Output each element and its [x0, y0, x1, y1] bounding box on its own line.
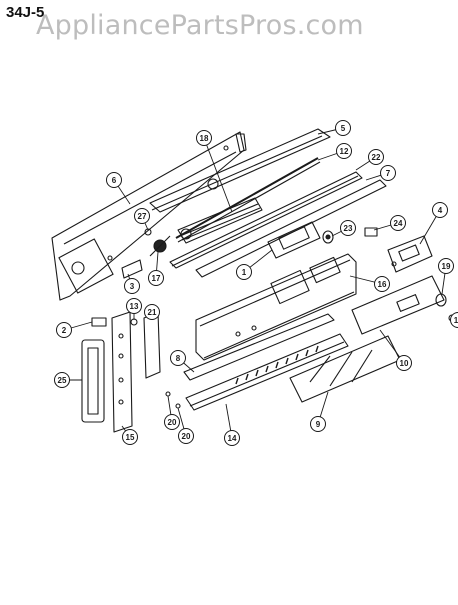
callout-12: 12 — [318, 144, 352, 161]
handle-part — [82, 340, 104, 422]
bracket-part — [122, 260, 142, 278]
callout-2: 2 — [57, 322, 93, 338]
callout-18: 18 — [197, 131, 233, 213]
callout-7: 7 — [366, 166, 396, 181]
model-code: 34J-5 — [6, 4, 44, 21]
callout-10: 10 — [380, 330, 412, 371]
callout-27: 27 — [135, 209, 150, 231]
callout-number: 12 — [340, 147, 349, 156]
callout-20: 20 — [165, 396, 180, 430]
callout-number: 9 — [316, 420, 321, 429]
callout-number: 24 — [394, 219, 403, 228]
callout-number: 18 — [200, 134, 209, 143]
callout-number: 4 — [438, 206, 443, 215]
callout-number: 15 — [126, 433, 135, 442]
callout-25: 25 — [55, 373, 83, 388]
callout-number: 3 — [130, 282, 135, 291]
callout-19: 19 — [439, 259, 454, 295]
rail-7-part — [196, 180, 386, 277]
callout-number: 17 — [152, 274, 161, 283]
callout-1: 1 — [237, 250, 273, 280]
callout-number: 5 — [341, 124, 346, 133]
callout-15: 15 — [122, 426, 138, 445]
bracket-21-part — [144, 312, 160, 378]
tube-assembly-part — [178, 198, 262, 243]
callout-9: 9 — [311, 392, 329, 432]
knob-23-part — [323, 231, 333, 243]
callout-22: 22 — [356, 150, 384, 171]
callout-13: 13 — [127, 299, 142, 321]
callout-number: 11 — [454, 316, 458, 325]
callout-number: 25 — [58, 376, 67, 385]
callout-17: 17 — [149, 252, 164, 286]
callout-20: 20 — [178, 408, 194, 444]
callout-number: 6 — [112, 176, 117, 185]
callout-number: 2 — [62, 326, 67, 335]
callout-number: 22 — [372, 153, 381, 162]
callout-number: 20 — [182, 432, 191, 441]
top-trim-part — [150, 129, 330, 212]
callout-14: 14 — [225, 404, 240, 446]
callout-number: 23 — [344, 224, 353, 233]
callout-number: 1 — [242, 268, 247, 277]
lower-trim-part — [184, 314, 334, 380]
callout-number: 8 — [176, 354, 181, 363]
callout-number: 20 — [168, 418, 177, 427]
screw-20b-part — [176, 404, 180, 408]
callout-5: 5 — [318, 121, 351, 136]
callout-number: 27 — [138, 212, 147, 221]
callout-number: 19 — [442, 262, 451, 271]
screw-20a-part — [166, 392, 170, 396]
callout-6: 6 — [107, 173, 131, 205]
clock-timer-part — [388, 236, 432, 272]
clip-2-part — [92, 318, 106, 326]
callout-number: 10 — [400, 359, 409, 368]
side-bracket-part — [112, 312, 132, 432]
callout-23: 23 — [332, 221, 356, 237]
callout-number: 7 — [386, 169, 391, 178]
callout-4: 4 — [420, 203, 448, 245]
callout-21: 21 — [145, 305, 160, 321]
control-glass-part — [352, 276, 444, 334]
watermark-text: AppliancePartsPros.com — [36, 10, 364, 41]
callout-number: 16 — [378, 280, 387, 289]
gear-part — [150, 236, 170, 256]
callout-number: 14 — [228, 434, 237, 443]
glass-panel-part — [290, 336, 400, 402]
callout-number: 21 — [148, 308, 157, 317]
callout-24: 24 — [374, 216, 406, 231]
callout-number: 13 — [130, 302, 139, 311]
callout-8: 8 — [171, 351, 195, 373]
